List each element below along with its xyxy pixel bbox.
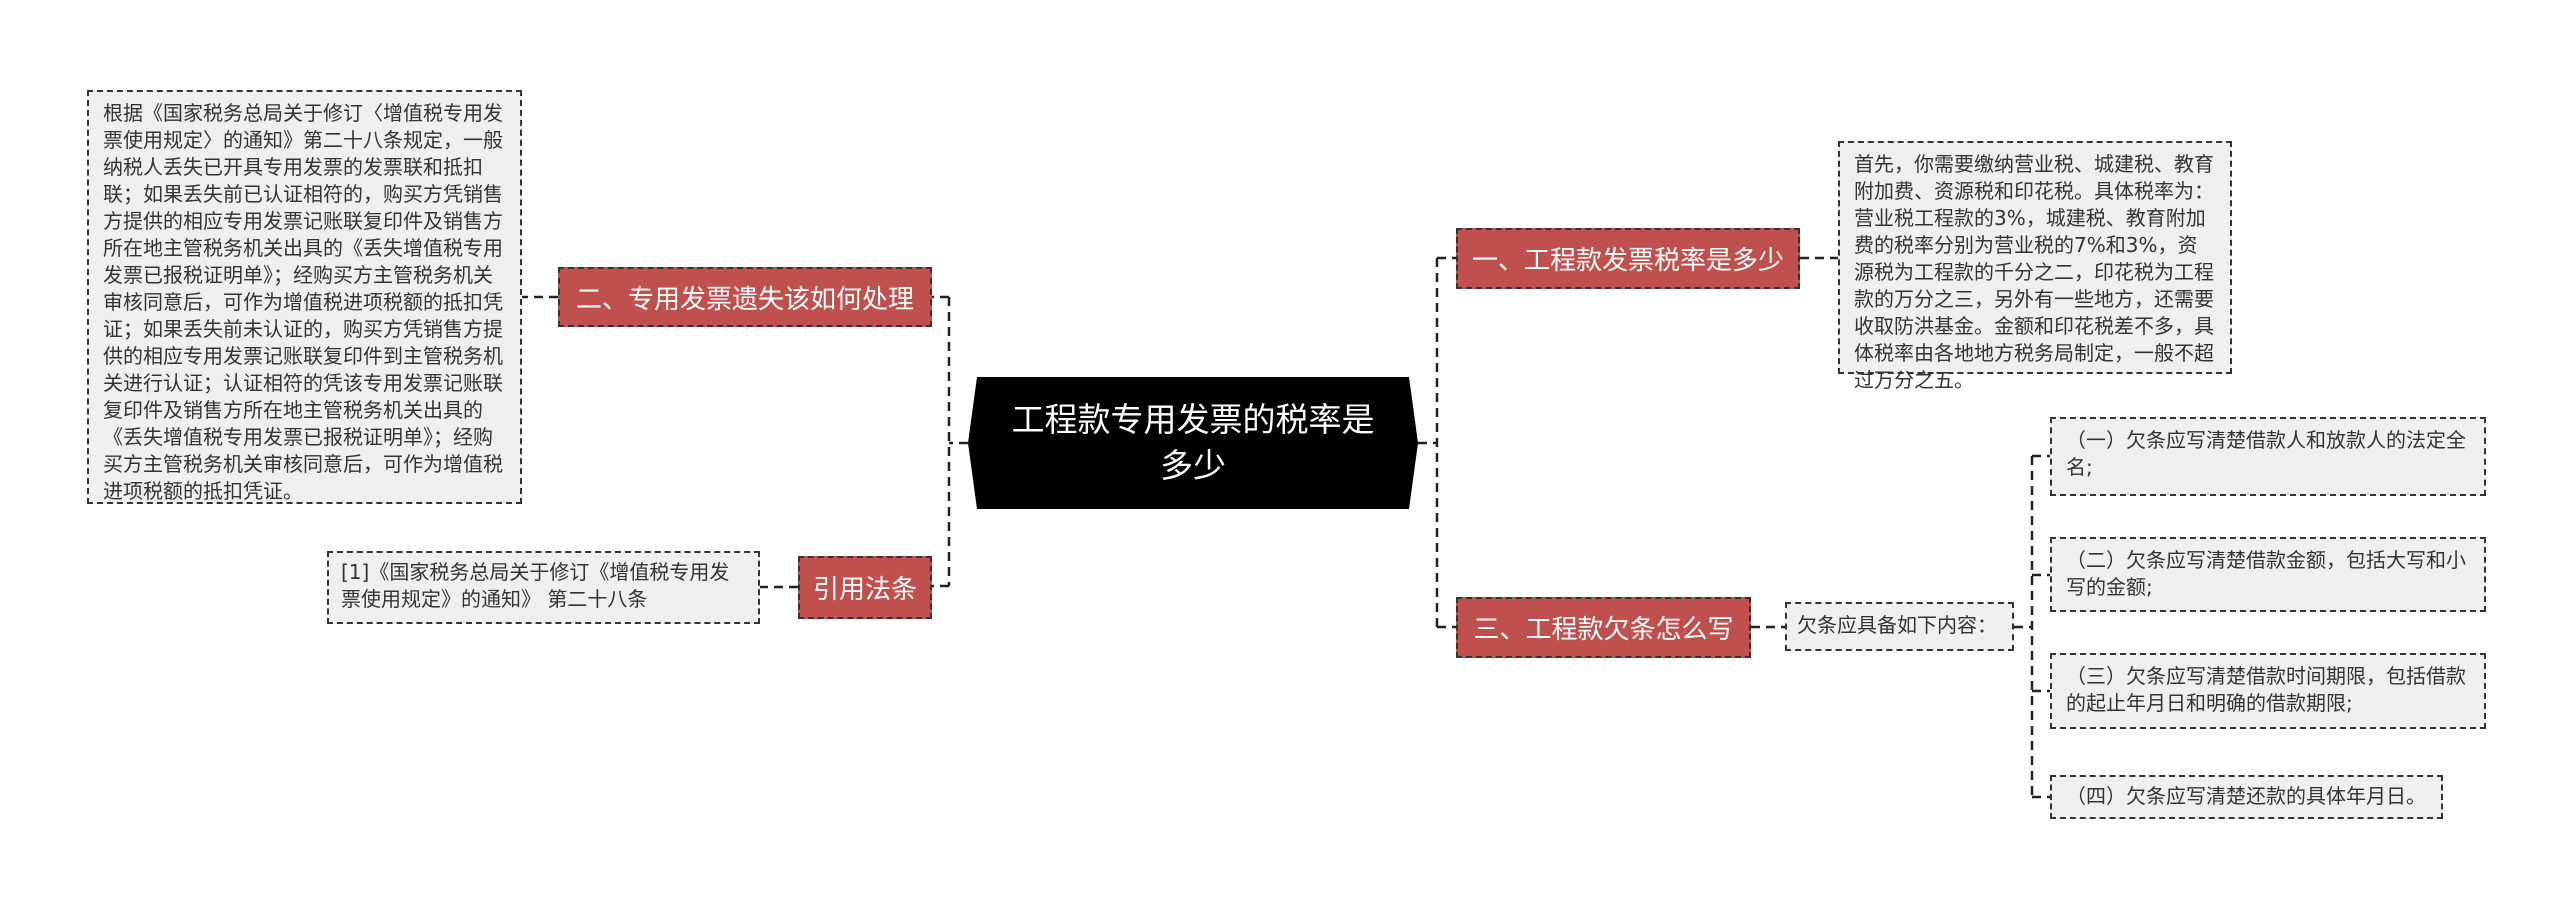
iou-item-text: （三）欠条应写清楚借款时间期限，包括借款的起止年月日和明确的借款期限; — [2066, 664, 2466, 715]
iou-item[interactable]: （三）欠条应写清楚借款时间期限，包括借款的起止年月日和明确的借款期限; — [2050, 653, 2486, 729]
topic-iou[interactable]: 三、工程款欠条怎么写 — [1456, 597, 1751, 658]
iou-sub-topic[interactable]: 欠条应具备如下内容： — [1785, 602, 2014, 651]
central-topic[interactable]: 工程款专用发票的税率是多少 — [968, 377, 1418, 509]
topic-tax-rate[interactable]: 一、工程款发票税率是多少 — [1456, 228, 1800, 289]
lost-invoice-detail-text: 根据《国家税务总局关于修订〈增值税专用发票使用规定〉的通知》第二十八条规定，一般… — [103, 101, 503, 503]
iou-item-text: （四）欠条应写清楚还款的具体年月日。 — [2066, 784, 2426, 808]
topic-label: 二、专用发票遗失该如何处理 — [575, 284, 914, 315]
iou-item-text: （二）欠条应写清楚借款金额，包括大写和小写的金额; — [2066, 548, 2466, 599]
central-topic-title: 工程款专用发票的税率是多少 — [1011, 400, 1375, 485]
citation-text: [1]《国家税务总局关于修订《增值税专用发票使用规定》的通知》 第二十八条 — [341, 560, 730, 611]
iou-item[interactable]: （四）欠条应写清楚还款的具体年月日。 — [2050, 775, 2443, 819]
tax-rate-detail[interactable]: 首先，你需要缴纳营业税、城建税、教育附加费、资源税和印花税。具体税率为：营业税工… — [1838, 141, 2232, 392]
tax-rate-detail-text: 首先，你需要缴纳营业税、城建税、教育附加费、资源税和印花税。具体税率为：营业税工… — [1854, 152, 2214, 392]
iou-item[interactable]: （一）欠条应写清楚借款人和放款人的法定全名; — [2050, 417, 2486, 496]
topic-label: 一、工程款发票税率是多少 — [1471, 246, 1784, 276]
topic-lost-invoice[interactable]: 二、专用发票遗失该如何处理 — [558, 267, 932, 327]
citation-detail[interactable]: [1]《国家税务总局关于修订《增值税专用发票使用规定》的通知》 第二十八条 — [327, 551, 760, 624]
iou-sub-text: 欠条应具备如下内容： — [1797, 613, 1997, 637]
topic-label: 三、工程款欠条怎么写 — [1473, 615, 1734, 645]
lost-invoice-detail[interactable]: 根据《国家税务总局关于修订〈增值税专用发票使用规定〉的通知》第二十八条规定，一般… — [87, 90, 522, 504]
iou-item-text: （一）欠条应写清楚借款人和放款人的法定全名; — [2066, 428, 2466, 479]
iou-item[interactable]: （二）欠条应写清楚借款金额，包括大写和小写的金额; — [2050, 537, 2486, 612]
topic-citation[interactable]: 引用法条 — [798, 556, 932, 619]
topic-label: 引用法条 — [812, 575, 917, 605]
